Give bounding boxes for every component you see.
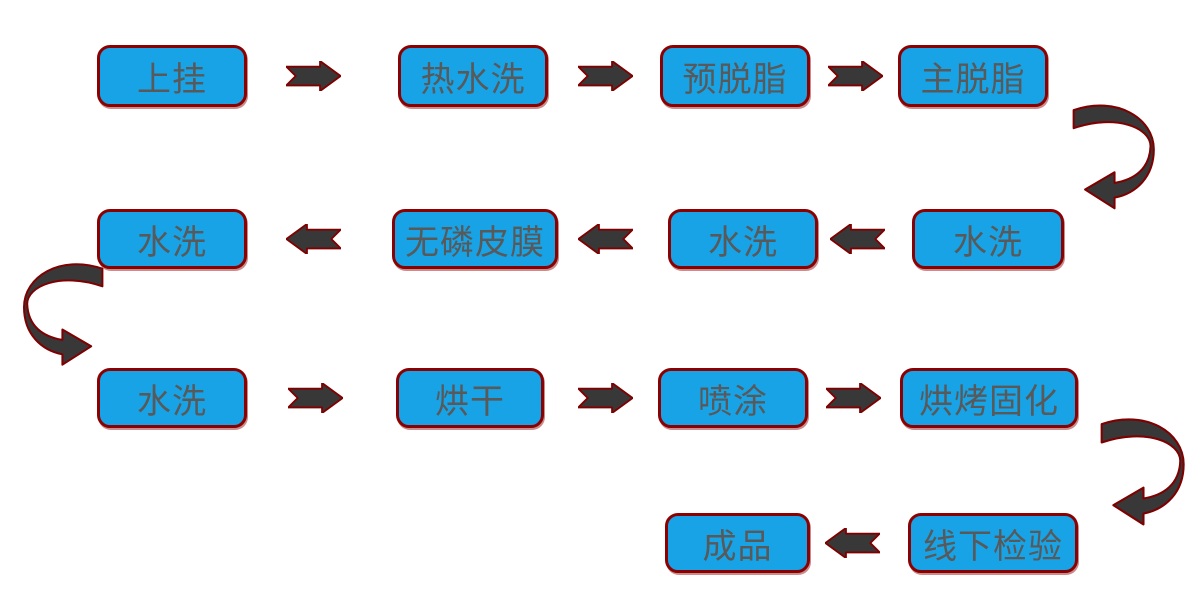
arrow-right-icon [826,383,881,413]
curved-arrow-down-left-icon [1100,398,1192,548]
step-label: 水洗 [137,383,207,421]
step-box-offline-inspection: 线下检验 [908,513,1078,573]
step-label: 上挂 [137,61,207,99]
arrow-right-icon [288,383,343,413]
step-label: 水洗 [953,224,1023,262]
step-label: 无磷皮膜 [405,224,545,262]
step-box-pre-degrease: 预脱脂 [660,45,810,107]
step-box-spray-coat: 喷涂 [658,368,808,428]
step-label: 成品 [702,528,773,566]
step-label: 主脱脂 [920,61,1026,99]
arrow-right-icon [578,383,633,413]
step-box-finished-product: 成品 [665,513,810,573]
step-box-water-wash-5: 水洗 [97,368,247,428]
step-box-phosphate-free-film: 无磷皮膜 [392,209,558,269]
step-label: 烘干 [435,383,505,421]
step-label: 水洗 [137,224,207,262]
step-label: 水洗 [708,224,778,262]
step-box-main-degrease: 主脱脂 [898,45,1048,107]
step-label: 热水洗 [420,61,526,99]
step-box-bake-cure: 烘烤固化 [900,368,1078,428]
curved-arrow-down-left-icon [1072,88,1162,228]
step-box-water-wash-4: 水洗 [97,209,247,269]
step-box-hang-up: 上挂 [97,45,247,107]
step-label: 烘烤固化 [919,383,1059,421]
step-label: 线下检验 [923,528,1063,566]
arrow-right-icon [578,61,633,91]
curved-arrow-down-right-icon [16,238,104,393]
arrow-left-icon [286,224,341,254]
arrow-left-icon [830,224,885,254]
arrow-left-icon [825,528,880,558]
step-box-water-wash-1: 水洗 [912,209,1064,269]
step-box-dry: 烘干 [396,368,544,428]
step-box-hot-water-wash: 热水洗 [398,45,548,107]
arrow-right-icon [286,61,341,91]
arrow-right-icon [828,61,883,91]
step-label: 喷涂 [698,383,768,421]
step-box-water-wash-2: 水洗 [668,209,818,269]
arrow-left-icon [578,224,633,254]
step-label: 预脱脂 [682,61,788,99]
